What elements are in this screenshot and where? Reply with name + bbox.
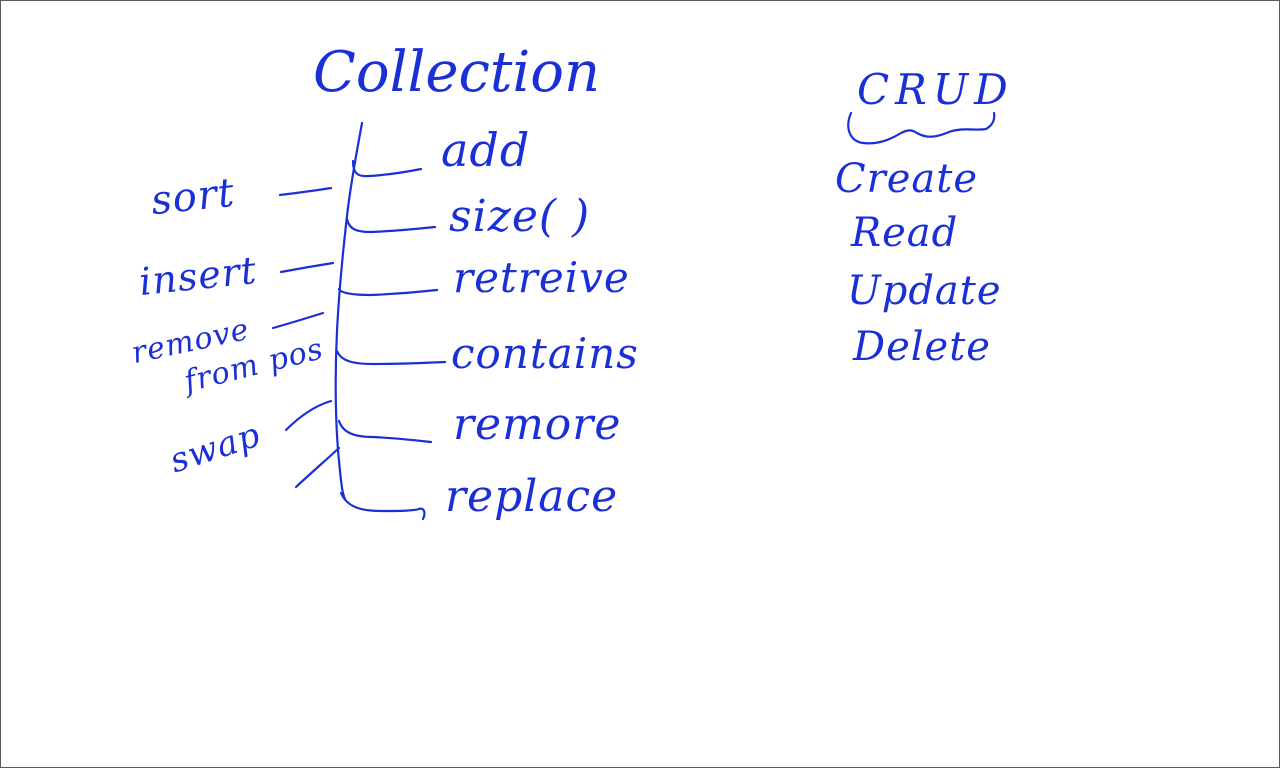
operation-retreive: retreive (453, 253, 630, 302)
branch-retreive (337, 287, 439, 297)
crud-item-delete: Delete (853, 324, 991, 370)
crud-brace (847, 111, 996, 145)
branch-replace (339, 491, 426, 521)
crud-item-read: Read (851, 210, 959, 256)
tree-trunk (334, 121, 364, 501)
crud-item-create: Create (835, 156, 978, 202)
extra-insert: insert (137, 247, 260, 305)
collection-title: Collection (313, 40, 601, 105)
operation-size: size( ) (449, 191, 591, 242)
branch-insert (279, 261, 335, 274)
branch-size (345, 217, 437, 234)
branch-remore (337, 419, 433, 444)
operation-add: add (441, 123, 531, 177)
operation-remore: remore (453, 399, 622, 450)
operation-contains: contains (451, 329, 639, 378)
crud-title: CRUD (857, 65, 1014, 114)
branch-contains (335, 349, 447, 366)
branch-swap (284, 399, 333, 432)
branch-add (351, 159, 423, 178)
branch-sort (278, 186, 333, 197)
operation-replace: replace (445, 471, 619, 522)
branch-extra (294, 446, 341, 489)
crud-item-update: Update (847, 268, 1002, 314)
extra-sort: sort (148, 169, 237, 225)
branch-remove-from-pos (271, 311, 325, 330)
